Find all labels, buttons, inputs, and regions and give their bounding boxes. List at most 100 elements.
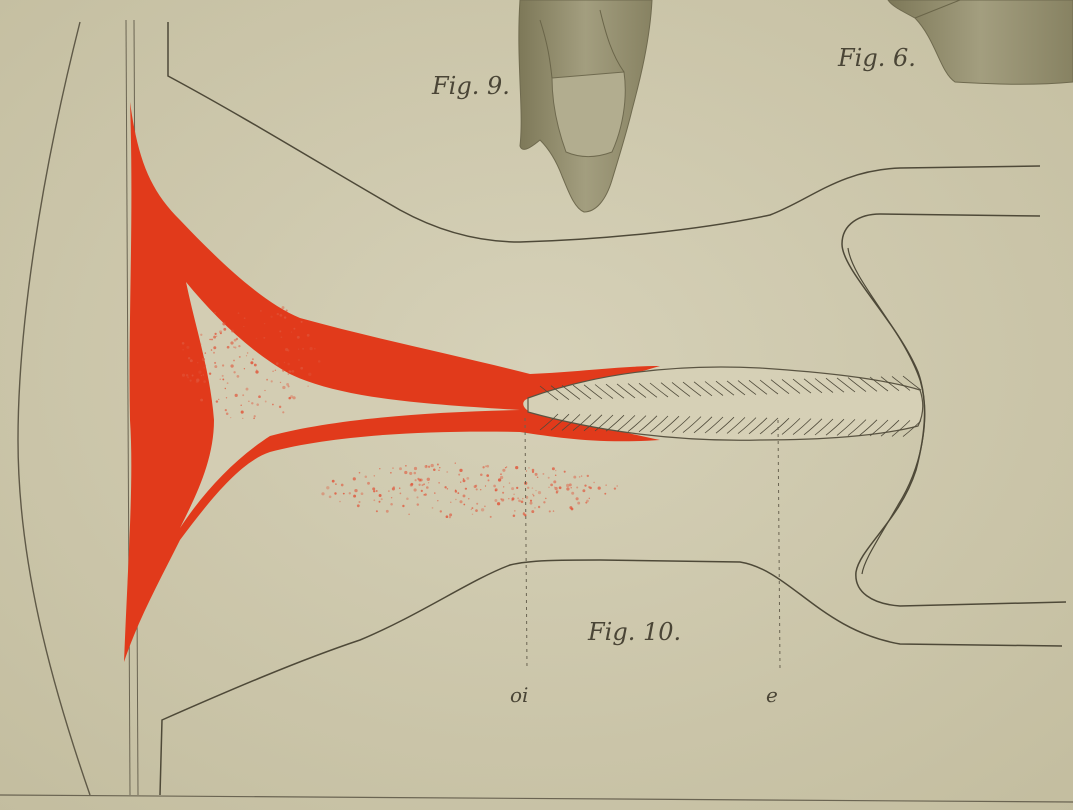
stipple-dot <box>545 498 547 500</box>
stipple-dot <box>440 510 442 512</box>
stipple-dot <box>226 412 229 415</box>
stipple-dot <box>260 310 262 312</box>
stipple-dot <box>358 501 360 503</box>
stipple-dot <box>472 514 473 515</box>
stipple-dot <box>281 336 283 338</box>
stipple-dot <box>582 489 585 492</box>
stipple-dot <box>225 388 226 389</box>
stipple-dot <box>538 506 540 508</box>
stipple-dot <box>286 310 288 312</box>
stipple-dot <box>214 362 216 364</box>
stipple-dot <box>200 344 201 345</box>
stipple-dot <box>576 487 578 489</box>
stipple-dot <box>513 494 515 496</box>
stipple-dot <box>439 467 440 468</box>
stipple-dot <box>521 500 524 503</box>
stipple-dot <box>287 363 290 366</box>
stipple-dot <box>426 486 429 489</box>
stipple-dot <box>502 492 504 494</box>
stipple-dot <box>438 482 439 483</box>
stipple-dot <box>349 492 351 494</box>
stipple-dot <box>279 406 281 408</box>
stipple-dot <box>238 345 240 347</box>
fig10-label: Fig. 10. <box>587 618 681 646</box>
stipple-dot <box>427 478 430 481</box>
stipple-dot <box>400 493 402 495</box>
stipple-dot <box>379 501 381 503</box>
stipple-dot <box>255 370 258 373</box>
stipple-dot <box>182 349 183 350</box>
stipple-dot <box>391 497 392 498</box>
stipple-dot <box>247 352 248 353</box>
stipple-dot <box>246 355 247 356</box>
stipple-dot <box>399 467 402 470</box>
stipple-dot <box>279 330 281 332</box>
stipple-dot <box>471 507 473 509</box>
stipple-dot <box>576 497 579 500</box>
stipple-dot <box>253 417 255 419</box>
stipple-dot <box>533 495 535 497</box>
stipple-dot <box>415 479 417 481</box>
stipple-dot <box>264 323 265 324</box>
stipple-dot <box>471 509 472 510</box>
stipple-dot <box>417 478 419 480</box>
stipple-dot <box>530 502 533 505</box>
stipple-dot <box>484 505 486 507</box>
stipple-dot <box>246 388 249 391</box>
stipple-dot <box>589 498 590 499</box>
stipple-dot <box>465 488 467 490</box>
stipple-dot <box>238 312 240 314</box>
stipple-dot <box>277 313 279 315</box>
stipple-dot <box>476 488 478 490</box>
stipple-dot <box>390 503 393 506</box>
stipple-dot <box>264 390 265 391</box>
stipple-dot <box>418 484 420 486</box>
stipple-dot <box>230 364 233 367</box>
stipple-dot <box>420 479 423 482</box>
stipple-dot <box>233 371 235 373</box>
stipple-dot <box>244 368 245 369</box>
stipple-dot <box>286 383 289 386</box>
stipple-dot <box>222 375 224 377</box>
stipple-dot <box>335 483 337 485</box>
stipple-dot <box>523 512 524 513</box>
stipple-dot <box>494 499 497 502</box>
stipple-dot <box>414 472 417 475</box>
stipple-dot <box>486 474 489 477</box>
stipple-dot <box>393 486 395 488</box>
stipple-dot <box>450 502 451 503</box>
stipple-dot <box>234 347 236 349</box>
stipple-dot <box>446 471 448 473</box>
stipple-dot <box>485 485 486 486</box>
stipple-dot <box>373 499 375 501</box>
stipple-dot <box>485 465 487 467</box>
stipple-dot <box>503 486 504 487</box>
stipple-dot <box>285 348 288 351</box>
stipple-dot <box>497 502 500 505</box>
stipple-dot <box>460 481 461 482</box>
stipple-dot <box>581 475 582 476</box>
stipple-dot <box>433 469 436 472</box>
stipple-dot <box>341 484 344 487</box>
stipple-dot <box>209 373 211 375</box>
stipple-dot <box>515 466 518 469</box>
stipple-dot <box>214 333 216 335</box>
stipple-dot <box>481 508 484 511</box>
stipple-dot <box>388 490 389 491</box>
stipple-dot <box>216 400 218 402</box>
stipple-dot <box>302 348 304 350</box>
stipple-dot <box>186 374 189 377</box>
stipple-dot <box>288 370 290 372</box>
stipple-dot <box>455 462 456 463</box>
stipple-dot <box>272 370 274 372</box>
stipple-dot <box>280 382 281 383</box>
stipple-dot <box>288 397 291 400</box>
stipple-dot <box>573 476 576 479</box>
stipple-dot <box>555 474 557 476</box>
stipple-dot <box>227 346 230 349</box>
stipple-dot <box>230 417 231 418</box>
stipple-dot <box>292 370 295 373</box>
stipple-dot <box>293 328 295 330</box>
stipple-dot <box>502 469 505 472</box>
stipple-dot <box>240 405 242 407</box>
